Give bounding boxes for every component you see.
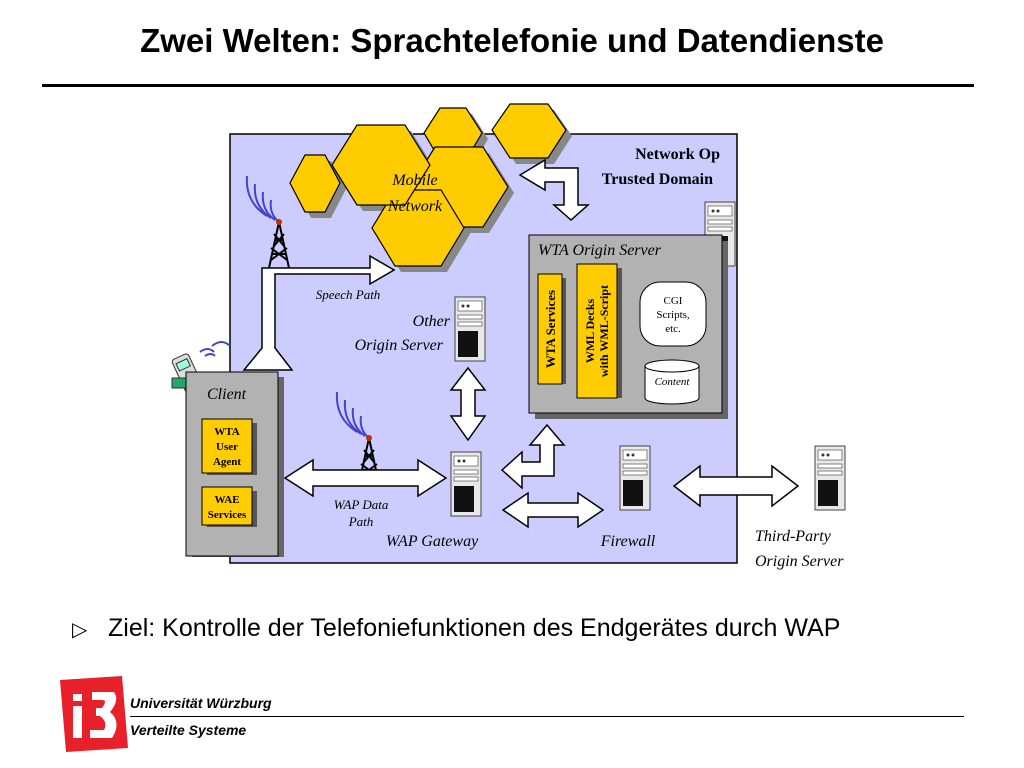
cgi-scripts-box (639, 281, 707, 347)
firewall-label: Firewall (600, 533, 656, 550)
footer-divider (130, 716, 964, 717)
gateway-firewall-arrow (501, 491, 605, 529)
cgi-label-2: Scripts, (656, 309, 690, 321)
wae-services-label-2: Services (208, 509, 247, 521)
wae-services-label-1: WAE (214, 494, 239, 506)
cgi-label-1: CGI (664, 295, 683, 307)
network-op-label-1: Network Op (635, 146, 720, 163)
wml-decks-label-2: with WML-Script (597, 285, 611, 377)
wta-user-agent-label-1: WTA (214, 426, 240, 438)
wap-data-path-arrow (283, 458, 448, 498)
wta-user-agent-label-3: Agent (213, 456, 241, 468)
firewall-icon (619, 445, 651, 511)
client-label: Client (207, 386, 247, 403)
triangle-bullet-icon: ▷ (72, 617, 88, 641)
wta-services-label: WTA Services (543, 290, 558, 368)
other-origin-server-label-1: Other (413, 313, 451, 330)
mobile-network-label-2: Network (387, 198, 443, 215)
wta-services-block (537, 273, 563, 385)
slide-title: Zwei Welten: Sprachtelefonie und Datendi… (140, 22, 884, 59)
wap-gateway-icon (450, 451, 482, 517)
mobile-network-to-wta-arrow (518, 158, 590, 222)
third-party-server-icon (814, 445, 846, 511)
speech-path-label: Speech Path (316, 287, 381, 302)
goal-bullet-text: Ziel: Kontrolle der Telefoniefunktionen … (108, 614, 841, 642)
wta-origin-server-label: WTA Origin Server (538, 242, 662, 259)
goal-bullet: ▷ Ziel: Kontrolle der Telefoniefunktionen… (72, 614, 840, 643)
gateway-to-wta-arrow (500, 423, 566, 490)
wap-gateway-label: WAP Gateway (386, 533, 479, 550)
wae-services-block (201, 486, 253, 526)
university-logo (60, 676, 128, 752)
wta-user-agent-label-2: User (216, 441, 238, 453)
other-origin-server-icon (454, 296, 486, 362)
firewall-thirdparty-arrow (672, 464, 800, 508)
other-origin-server-label-2: Origin Server (355, 337, 444, 354)
cgi-label-3: etc. (665, 323, 681, 335)
title-divider (42, 84, 974, 87)
network-op-label-2: Trusted Domain (602, 171, 713, 188)
wap-data-path-label-1: WAP Data (334, 497, 389, 512)
wml-decks-label-1: WML Decks (583, 299, 597, 364)
content-label: Content (655, 376, 691, 388)
footer-university: Universität Würzburg (130, 695, 272, 711)
third-party-label-2: Origin Server (755, 553, 844, 570)
footer-department: Verteilte Systeme (130, 722, 247, 738)
wml-decks-block (576, 263, 618, 399)
wta-user-agent-block (201, 418, 253, 474)
content-database-icon (644, 359, 700, 405)
speech-path-arrow (242, 254, 396, 371)
third-party-label-1: Third-Party (755, 528, 832, 545)
mobile-network-cloud (289, 103, 572, 272)
origin-gateway-arrow (449, 366, 487, 442)
mobile-network-label-1: Mobile (391, 172, 437, 189)
wap-data-path-label-2: Path (348, 514, 374, 529)
